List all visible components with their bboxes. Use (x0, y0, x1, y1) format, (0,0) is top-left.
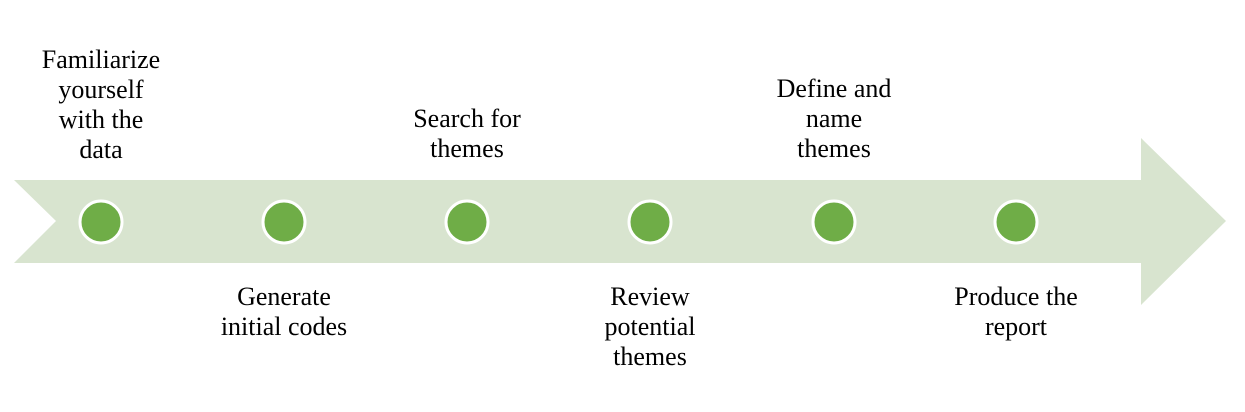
step-node-familiarize (78, 199, 124, 245)
timeline-arrow (14, 138, 1226, 305)
step-node-define-themes (811, 199, 857, 245)
step-label-search-themes: Search for themes (413, 104, 521, 163)
step-label-review-themes: Review potential themes (604, 282, 696, 371)
step-label-generate-codes: Generate initial codes (220, 282, 348, 341)
step-node-search-themes (444, 199, 490, 245)
step-label-define-themes: Define and name themes (776, 74, 892, 163)
step-label-familiarize: Familiarize yourself with the data (41, 45, 161, 164)
step-node-review-themes (627, 199, 673, 245)
step-node-generate-codes (261, 199, 307, 245)
step-label-produce-report: Produce the report (954, 282, 1078, 341)
step-node-produce-report (993, 199, 1039, 245)
